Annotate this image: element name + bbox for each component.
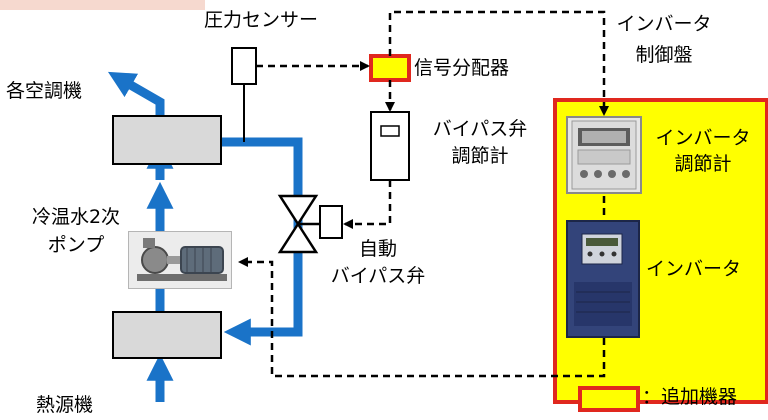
legend-label: ：追加機器 <box>642 386 738 408</box>
heat-source-box <box>112 311 222 359</box>
label-auto-bypass-valve: 自動 バイパス弁 <box>330 238 426 287</box>
ac-outlet-pipe <box>107 71 165 115</box>
signal-bypass-ctrl-to-valve <box>343 180 392 229</box>
bypass-valve-icon <box>277 194 343 254</box>
label-inverter: インバータ <box>646 258 742 280</box>
label-secondary-pump: 冷温水2次 ポンプ <box>31 206 121 256</box>
pressure-sensor-box <box>231 47 257 85</box>
label-heat-source: 熱源機 <box>36 394 94 416</box>
inverter-photo <box>566 220 640 338</box>
top-band <box>0 0 205 10</box>
bypass-controller-display <box>380 125 400 137</box>
signal-inverter-to-pump <box>238 257 606 378</box>
signal-lines <box>238 10 609 378</box>
legend-swatch <box>578 386 640 412</box>
ac-unit-box <box>112 115 222 165</box>
pump-photo <box>128 231 232 289</box>
bypass-loop-pipe <box>222 137 303 346</box>
signal-distributor-to-inverter-ctrl <box>388 10 609 116</box>
label-inverter-panel: インバータ 制御盤 <box>616 13 712 67</box>
label-bypass-controller: バイパス弁 調節計 <box>432 118 528 167</box>
bypass-controller-box <box>370 111 410 181</box>
label-pressure-sensor: 圧力センサー <box>204 9 319 31</box>
inverter-controller-photo <box>566 116 642 194</box>
label-ac-units: 各空調機 <box>6 80 83 102</box>
label-inverter-controller: インバータ 調節計 <box>655 127 751 175</box>
signal-distributor-box <box>369 54 411 82</box>
label-signal-distributor: 信号分配器 <box>414 57 510 79</box>
